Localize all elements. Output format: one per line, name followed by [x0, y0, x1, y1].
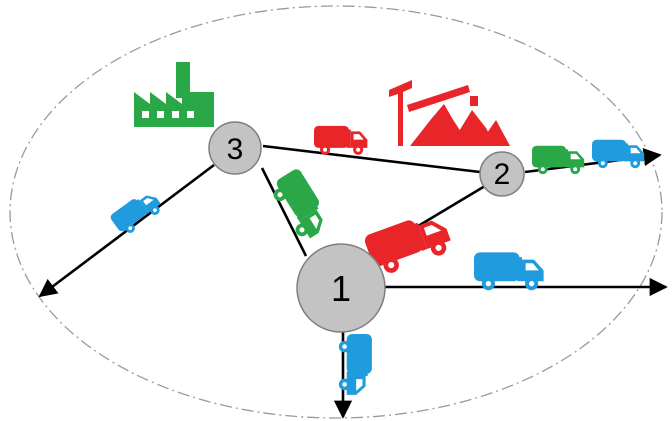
- node-2-label: 2: [494, 158, 511, 191]
- blue-truck-left: [108, 187, 165, 239]
- factory-icon: [134, 62, 214, 127]
- edge-3-2: [262, 144, 481, 174]
- processing-plant-icon: [389, 80, 510, 146]
- node-1: 1: [296, 243, 386, 333]
- blue-truck-horizontal: [474, 252, 544, 291]
- edge-1-3: [260, 167, 308, 257]
- node-2: 2: [479, 151, 525, 197]
- blue-truck-right-edge: [592, 139, 645, 169]
- green-truck-diagonal: [267, 167, 334, 243]
- red-truck-top: [314, 125, 368, 155]
- green-truck-right-edge: [532, 145, 585, 175]
- node-1-label: 1: [331, 268, 351, 309]
- region-boundary: [9, 5, 663, 419]
- node-3: 3: [208, 121, 262, 175]
- node-3-label: 3: [227, 133, 244, 166]
